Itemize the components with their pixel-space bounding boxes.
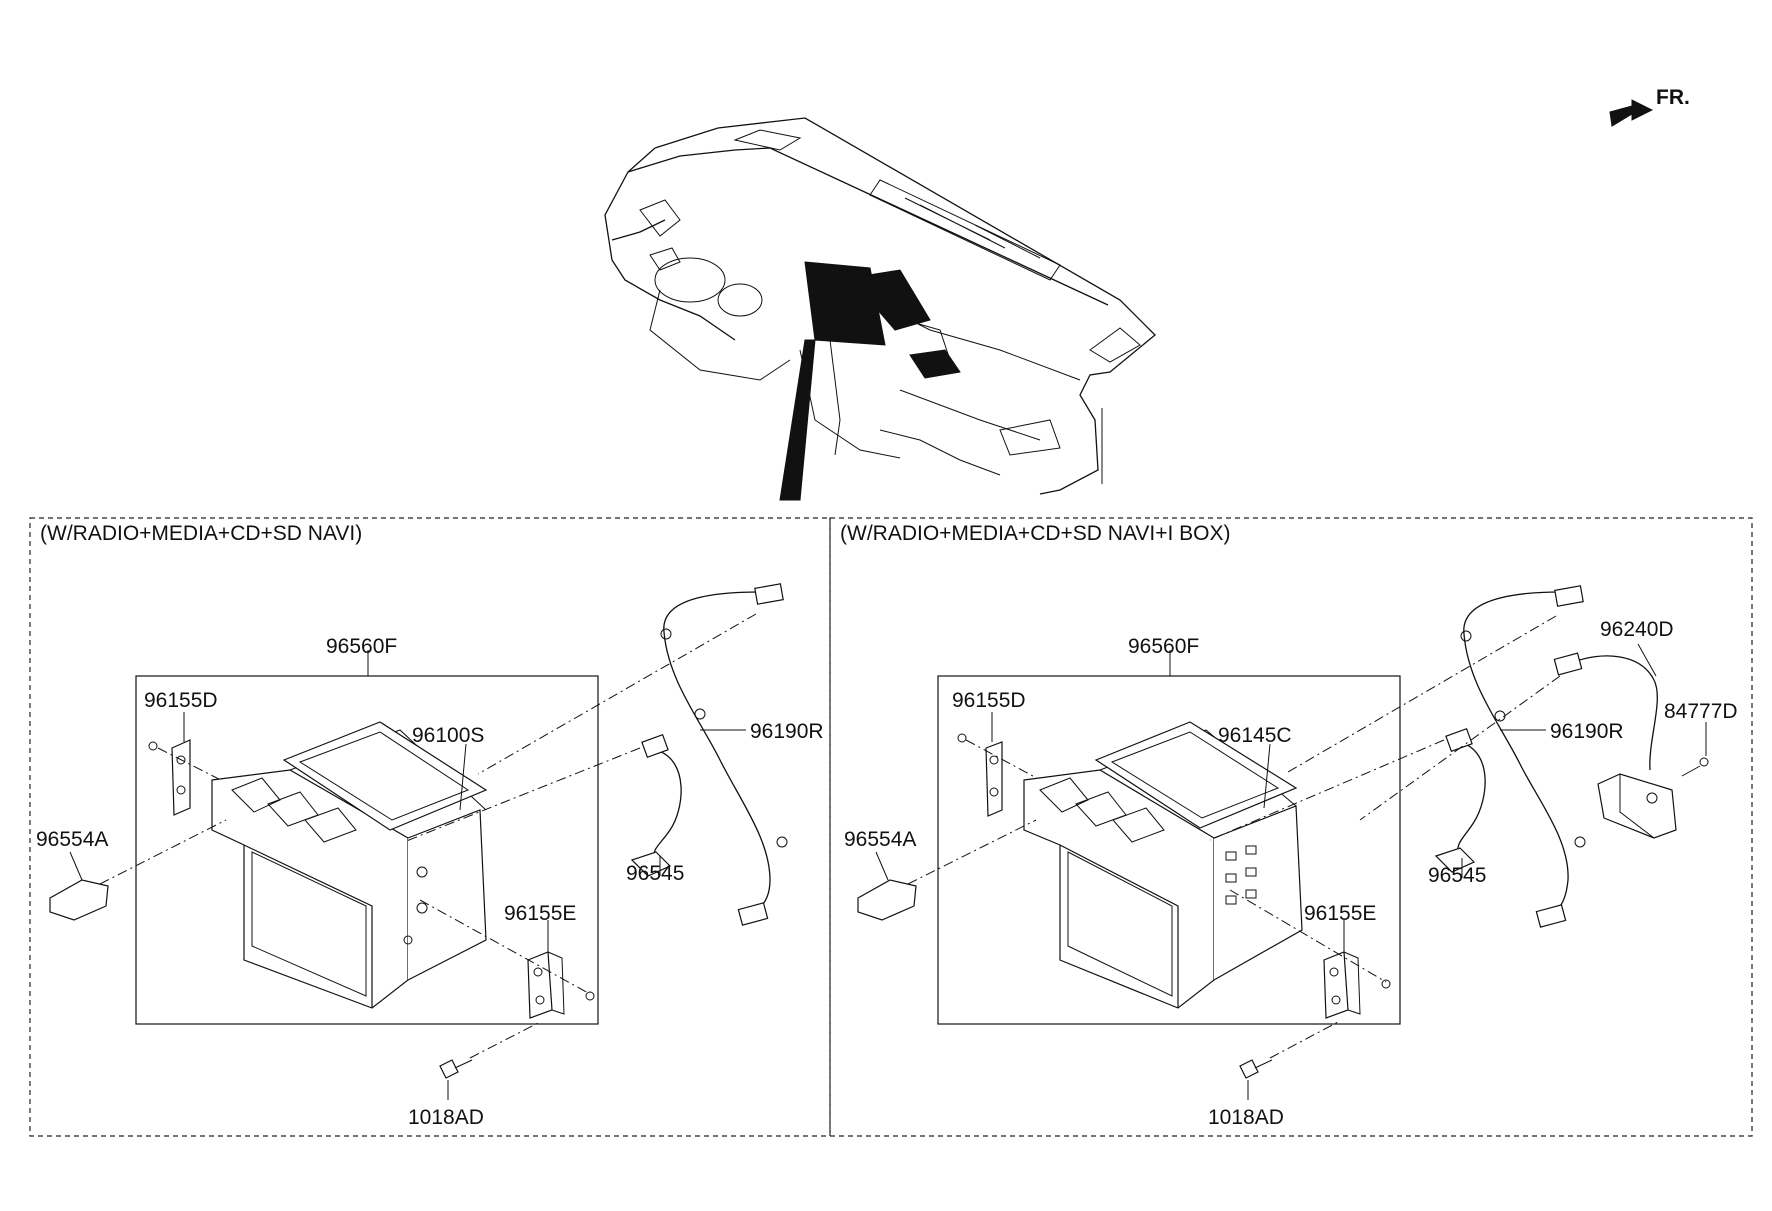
label-aux-cable: 96240D: [1600, 618, 1674, 641]
head-unit-frame-right: [937, 675, 1401, 1025]
head-unit-frame: [135, 675, 599, 1025]
label-head-unit-right: 96560F: [1128, 635, 1199, 658]
bracket-left-part-right: [985, 741, 1003, 817]
label-screw: 1018AD: [408, 1106, 484, 1129]
assembly-right: 96560F 96155D 96145C 96554A: [844, 585, 1738, 1129]
panel-right: [829, 517, 1753, 1137]
panel-left-title: (W/RADIO+MEDIA+CD+SD NAVI): [40, 522, 362, 545]
label-head-unit: 96560F: [326, 635, 397, 658]
aux-bracket-part: [1597, 773, 1677, 839]
label-main-board: 96100S: [412, 724, 484, 747]
label-main-board-right: 96145C: [1218, 724, 1292, 747]
label-bracket-left-right: 96155D: [952, 689, 1026, 712]
bracket-left-part: [171, 739, 191, 816]
front-label: FR.: [1656, 86, 1690, 109]
antenna-cable-part: [663, 591, 771, 913]
screw-part-right: [1239, 1059, 1259, 1079]
label-aux-bracket: 84777D: [1664, 700, 1738, 723]
screw-part: [439, 1059, 459, 1079]
usb-cable-part: [653, 749, 682, 861]
bracket-right-part-right: [1323, 951, 1349, 1019]
usb-cable-part-right: [1457, 741, 1486, 855]
dashboard-illustration: [604, 117, 1156, 501]
label-usb-cable-right: 96545: [1428, 864, 1486, 887]
panel-right-title: (W/RADIO+MEDIA+CD+SD NAVI+I BOX): [840, 522, 1231, 545]
antenna-cable-part-right: [1463, 591, 1569, 915]
assembly-left: 96560F 96155D 96100S 96554A: [36, 583, 824, 1129]
aux-cable-part: [1573, 655, 1658, 771]
label-bracket-left: 96155D: [144, 689, 218, 712]
label-screw-right: 1018AD: [1208, 1106, 1284, 1129]
label-sd-card: 96554A: [36, 828, 108, 851]
label-usb-cable: 96545: [626, 862, 684, 885]
label-bracket-right-right: 96155E: [1304, 902, 1376, 925]
label-antenna-cable-right: 96190R: [1550, 720, 1624, 743]
label-sd-card-right: 96554A: [844, 828, 916, 851]
label-antenna-cable: 96190R: [750, 720, 824, 743]
sd-card-part-right: [857, 879, 917, 921]
front-arrow-icon: [1609, 99, 1654, 127]
label-bracket-right: 96155E: [504, 902, 576, 925]
sd-card-part: [49, 879, 109, 921]
pointer-wedge-icon: [779, 339, 816, 501]
front-direction-indicator: FR.: [1609, 86, 1690, 127]
screw-small-icon: [148, 741, 158, 751]
panel-left: [29, 517, 831, 1137]
